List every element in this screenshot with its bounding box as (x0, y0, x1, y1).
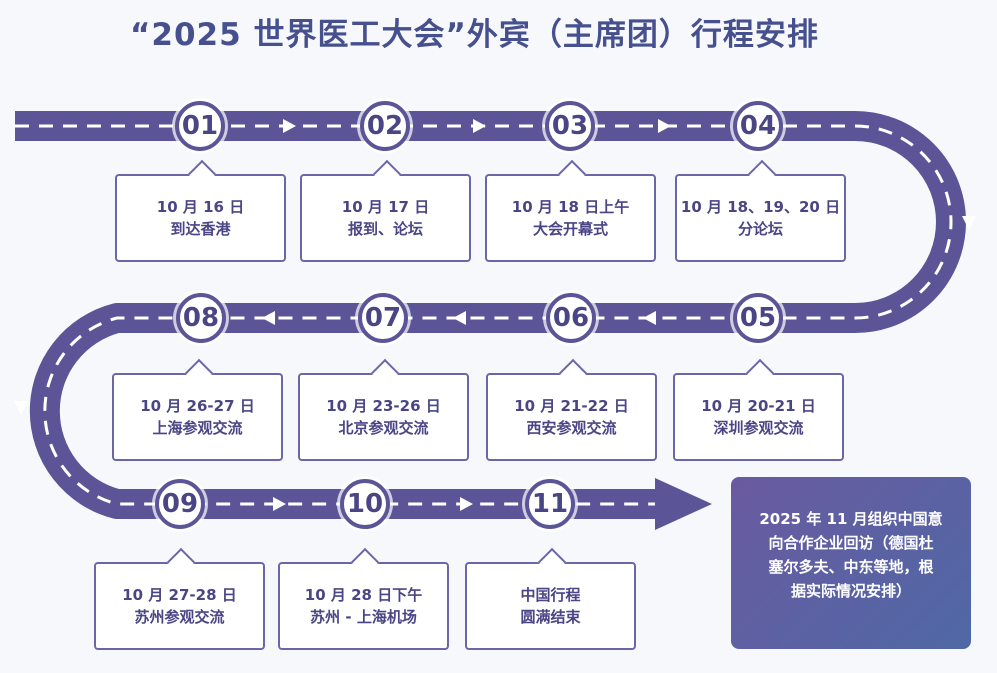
step-card: 10 月 17 日 报到、论坛 (300, 159, 471, 262)
direction-arrow (643, 311, 656, 325)
step-date: 10 月 21-22 日 (514, 397, 629, 415)
step-event: 大会开幕式 (532, 220, 608, 238)
step-card: 10 月 23-26 日 北京参观交流 (298, 358, 469, 461)
step-date: 10 月 26-27 日 (140, 397, 255, 415)
direction-arrow (283, 119, 296, 133)
step-event: 北京参观交流 (338, 419, 429, 437)
step-event: 到达香港 (170, 220, 231, 238)
road-dashes (15, 124, 953, 506)
step-node: 06 (546, 293, 596, 343)
step-node: 09 (155, 479, 205, 529)
step-date: 10 月 20-21 日 (701, 397, 816, 415)
step-event: 西安参观交流 (526, 419, 617, 437)
note-line: 向合作企业回访（德国杜 (768, 534, 934, 552)
step-date: 10 月 16 日 (156, 198, 245, 216)
step-event: 苏州 - 上海机场 (310, 608, 417, 626)
direction-arrow (14, 401, 28, 415)
step-card: 中国行程 圆满结束 (465, 547, 636, 650)
step-card: 10 月 21-22 日 西安参观交流 (486, 358, 657, 461)
step-node: 01 (175, 101, 225, 151)
step-event: 分论坛 (737, 220, 783, 238)
step-event: 上海参观交流 (152, 419, 243, 437)
step-card: 10 月 26-27 日 上海参观交流 (112, 358, 283, 461)
step-event: 苏州参观交流 (134, 608, 225, 626)
step-node: 05 (733, 293, 783, 343)
step-node: 07 (358, 293, 408, 343)
direction-arrow (658, 119, 671, 133)
step-date: 10 月 18、19、20 日 (680, 198, 841, 216)
step-node: 11 (525, 479, 575, 529)
note-line: 据实际情况安排） (790, 582, 911, 600)
step-date: 中国行程 (520, 586, 581, 604)
step-card: 10 月 27-28 日 苏州参观交流 (94, 547, 265, 650)
step-card: 10 月 18 日上午 大会开幕式 (485, 159, 656, 262)
step-date: 10 月 28 日下午 (304, 586, 423, 604)
step-event: 圆满结束 (520, 608, 581, 626)
step-node: 08 (176, 293, 226, 343)
step-event: 深圳参观交流 (713, 419, 804, 437)
road-arrow-head (655, 478, 712, 530)
step-node: 03 (545, 101, 595, 151)
step-date: 10 月 23-26 日 (326, 397, 441, 415)
direction-arrow (273, 497, 286, 511)
step-card: 10 月 28 日下午 苏州 - 上海机场 (278, 547, 449, 650)
step-card: 10 月 20-21 日 深圳参观交流 (673, 358, 844, 461)
note-line: 塞尔多夫、中东等地，根 (768, 558, 934, 576)
step-date: 10 月 27-28 日 (122, 586, 237, 604)
direction-arrow (453, 311, 466, 325)
step-node: 02 (360, 101, 410, 151)
note-line: 2025 年 11 月组织中国意 (759, 510, 943, 528)
step-node: 04 (733, 101, 783, 151)
step-card: 10 月 16 日 到达香港 (115, 159, 286, 262)
direction-arrow (473, 119, 486, 133)
step-card: 10 月 18、19、20 日 分论坛 (675, 159, 846, 262)
direction-arrow (962, 216, 976, 230)
step-date: 10 月 17 日 (341, 198, 430, 216)
return-visit-note: 2025 年 11 月组织中国意 向合作企业回访（德国杜 塞尔多夫、中东等地，根… (731, 477, 971, 649)
step-date: 10 月 18 日上午 (511, 198, 630, 216)
page-title: “2025 世界医工大会”外宾（主席团）行程安排 (130, 17, 819, 53)
step-event: 报到、论坛 (347, 220, 423, 238)
direction-arrow (460, 497, 473, 511)
direction-arrow (262, 311, 275, 325)
step-node: 10 (340, 479, 390, 529)
